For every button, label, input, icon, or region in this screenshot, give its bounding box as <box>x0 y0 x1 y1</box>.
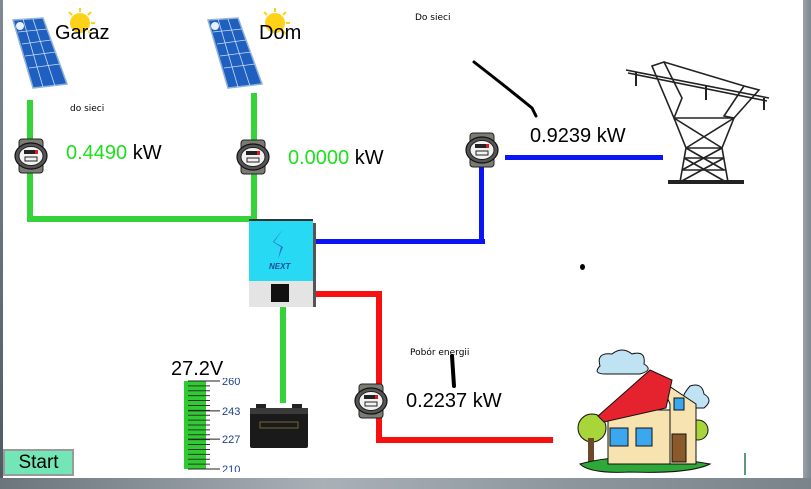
solar-panel-icon <box>12 8 95 89</box>
garaz-power-value: 0.4490 <box>66 142 128 164</box>
window-border-bottom <box>0 478 811 489</box>
window-border-left <box>0 0 3 478</box>
dot-mark <box>580 264 585 270</box>
gauge-tick-label: 260 <box>222 378 240 388</box>
battery-voltage: 27.2V <box>171 358 224 380</box>
window-border-right <box>803 0 811 489</box>
power-tower-icon <box>625 61 770 184</box>
panel-name-garaz: Garaz <box>55 22 110 44</box>
load-wire-horizontal-top <box>312 291 382 297</box>
gauge-tick-label: 210 <box>222 464 240 472</box>
hand-drawn-mark <box>450 354 456 388</box>
panel-name-dom: Dom <box>259 22 302 44</box>
gauge-tick-label: 243 <box>222 406 240 418</box>
solar-panel-icon <box>207 8 290 89</box>
inverter-brand: NEXT <box>269 262 291 271</box>
label-do-sieci-small: do sieci <box>70 104 105 114</box>
grid-wire-horizontal-low <box>312 239 485 244</box>
dom-power-unit: kW <box>354 147 384 169</box>
gauge-tick-label: 227 <box>222 434 240 446</box>
divider-mark <box>744 453 746 475</box>
inverter-device: NEXT <box>249 219 316 307</box>
battery-wire <box>280 285 286 403</box>
grid-power-readout: 0.9239 kW <box>530 125 626 148</box>
house-icon <box>577 349 712 473</box>
energy-meter-icon <box>236 139 270 175</box>
energy-meter-icon <box>354 383 388 419</box>
label-do-sieci-top: Do sieci <box>415 13 451 23</box>
load-power-readout: 0.2237 kW <box>406 390 502 413</box>
garaz-power-readout: 0.4490 kW <box>66 142 162 165</box>
energy-meter-icon <box>14 138 48 174</box>
label-pobor-energii: Pobór energii <box>410 348 470 358</box>
grid-wire-vertical <box>479 166 484 244</box>
grid-power-unit: kW <box>596 125 626 147</box>
start-button[interactable]: Start <box>3 449 74 476</box>
grid-power-value: 0.9239 <box>530 125 592 147</box>
energy-meter-icon <box>465 132 499 168</box>
garaz-power-unit: kW <box>132 142 162 164</box>
battery-icon <box>250 404 308 448</box>
lightning-bolt-icon <box>273 229 283 259</box>
load-wire-vertical <box>376 291 382 443</box>
grid-wire-horizontal-high <box>505 155 663 160</box>
load-power-value: 0.2237 <box>406 390 468 412</box>
battery-gauge: 260 243 227 210 <box>184 378 240 472</box>
hand-drawn-line <box>472 60 538 118</box>
load-wire-horizontal-bottom <box>376 437 553 443</box>
dom-power-readout: 0.0000 kW <box>288 147 384 170</box>
dom-power-value: 0.0000 <box>288 147 350 169</box>
inverter-display <box>271 284 289 302</box>
load-power-unit: kW <box>472 390 502 412</box>
pv-wire-bottom-horizontal <box>27 216 257 222</box>
